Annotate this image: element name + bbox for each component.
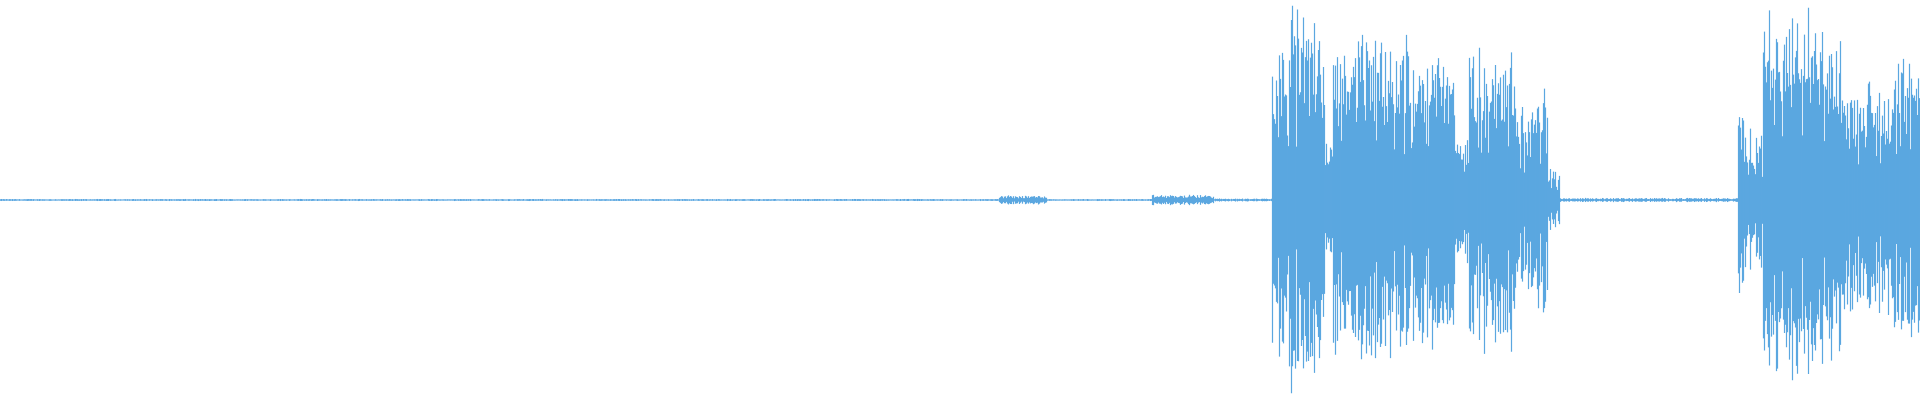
- waveform-bars: [0, 5, 1920, 394]
